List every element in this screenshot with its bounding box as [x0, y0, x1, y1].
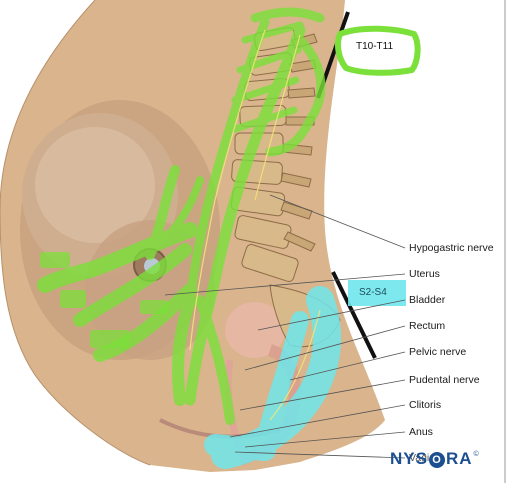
logo-text-start: NYS: [390, 449, 428, 468]
thoracic-pathway-overlay: [37, 7, 326, 425]
pudental-nerve-label: Pudental nerve: [409, 374, 480, 386]
rectum-label: Rectum: [409, 320, 446, 332]
nerve-fine-lines: [189, 29, 321, 421]
t10-t11-label: T10-T11: [356, 41, 394, 52]
uterus-label: Uterus: [409, 268, 440, 280]
body-outline: [0, 0, 151, 466]
s2-marker-bar: [331, 271, 377, 359]
logo-o-circle: O: [428, 452, 445, 468]
bladder-shape: [225, 302, 285, 358]
leader-lines: [164, 194, 406, 459]
pelvic-nerve-label: Pelvic nerve: [409, 346, 467, 358]
s2-s4-label: S2-S4: [359, 287, 387, 298]
fetal-head-shade: [35, 127, 155, 243]
logo-text-end: RA: [445, 449, 473, 468]
copyright-mark: ©: [473, 451, 480, 458]
thoracic-branch-blocks: [40, 252, 168, 348]
t10-t11-box: [335, 25, 421, 76]
anus-label: Anus: [409, 426, 433, 438]
bladder-label: Bladder: [409, 294, 446, 306]
clitoris-label: Clitoris: [409, 399, 442, 411]
hypogastric-nerve-label: Hypogastric nerve: [409, 242, 494, 254]
